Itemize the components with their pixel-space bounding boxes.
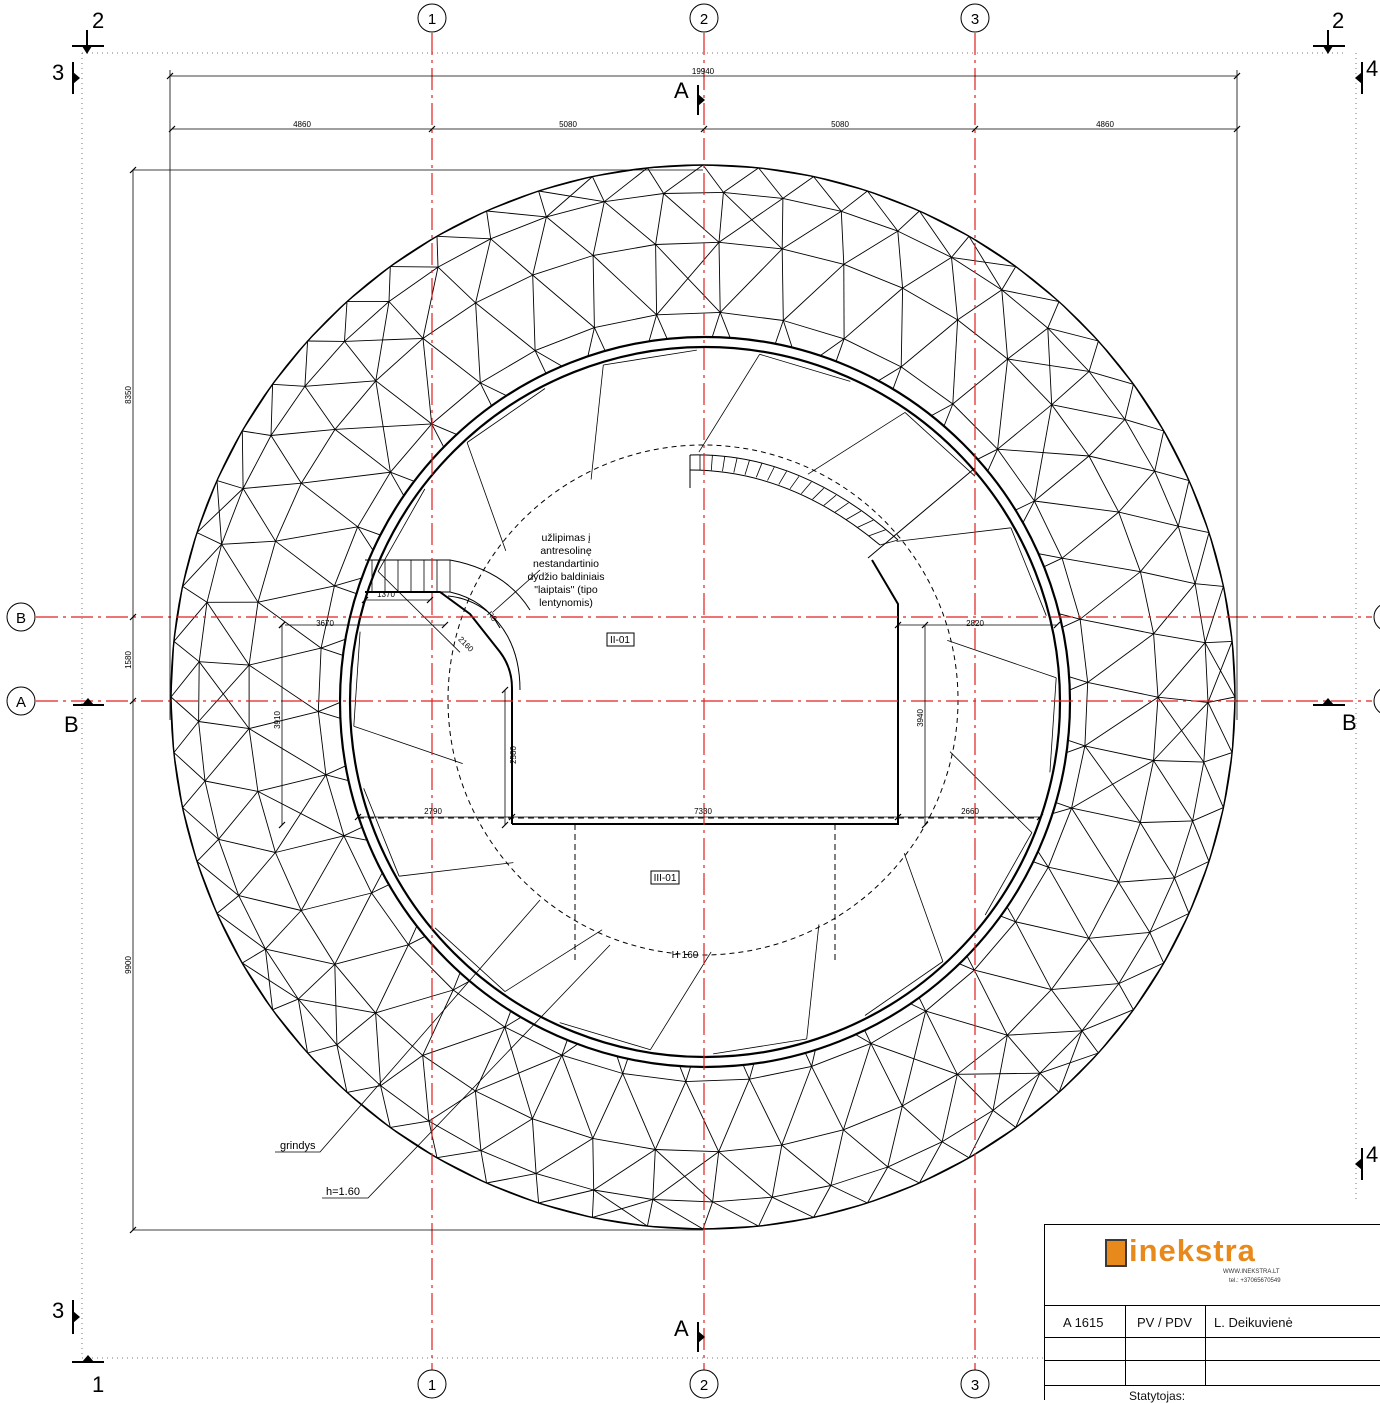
svg-text:3: 3 bbox=[52, 1298, 64, 1323]
title-block-row-3 bbox=[1045, 1361, 1380, 1386]
dim-vert-1: 8350 bbox=[124, 386, 133, 404]
svg-text:1: 1 bbox=[428, 1377, 436, 1394]
dim-bay-4: 4860 bbox=[1096, 120, 1114, 129]
company-website: WWW.INEKSTRA.LT bbox=[1223, 1269, 1280, 1275]
section-b-right: B bbox=[1313, 698, 1357, 735]
dim-bottom-left: 2790 bbox=[424, 807, 442, 816]
svg-text:B: B bbox=[1342, 710, 1357, 735]
dim-left-height: 3910 bbox=[273, 711, 282, 729]
section-a-top: A bbox=[674, 78, 705, 115]
svg-text:A: A bbox=[674, 1316, 689, 1341]
svg-text:3: 3 bbox=[971, 1377, 979, 1394]
inner-ring-outer bbox=[340, 337, 1070, 1067]
annotation-line-1: užlipimas į bbox=[541, 532, 590, 544]
dim-left-grid-b: 3670 bbox=[316, 619, 334, 628]
axis-lines bbox=[36, 33, 1372, 1372]
svg-text:A: A bbox=[674, 78, 689, 103]
dim-overall: 19940 bbox=[692, 67, 715, 76]
title-block-row-1: A 1615 PV / PDV L. Deikuvienė bbox=[1045, 1306, 1380, 1338]
dim-vert-2: 1580 bbox=[124, 651, 133, 669]
axis-bubble-2-bottom: 2 bbox=[690, 1370, 718, 1398]
section-3-lower: 3 bbox=[52, 1298, 80, 1334]
company-logo-icon bbox=[1105, 1239, 1127, 1267]
tb-empty-3 bbox=[1045, 1361, 1126, 1385]
svg-text:2: 2 bbox=[700, 1377, 708, 1394]
svg-text:1: 1 bbox=[92, 1372, 104, 1397]
axis-bubble-1-bottom: 1 bbox=[418, 1370, 446, 1398]
author-name: L. Deikuvienė bbox=[1206, 1306, 1380, 1337]
dim-bottom-right: 2660 bbox=[961, 807, 979, 816]
annotation-line-5: "laiptais" (tipo bbox=[534, 584, 598, 596]
tb-empty-1 bbox=[1045, 1338, 1126, 1360]
svg-text:B: B bbox=[64, 712, 79, 737]
company-phone: tel.: +37065670549 bbox=[1229, 1278, 1281, 1284]
section-3-upper: 3 bbox=[52, 60, 80, 94]
svg-text:2: 2 bbox=[1332, 8, 1344, 33]
section-2-top-right: 2 bbox=[1313, 8, 1345, 54]
tb-empty-2 bbox=[1126, 1338, 1206, 1360]
company-logo-text: inekstra bbox=[1129, 1233, 1256, 1269]
dim-bay-2: 5080 bbox=[559, 120, 577, 129]
svg-text:4: 4 bbox=[1366, 56, 1378, 81]
annotation-line-4: dydžio baldiniais bbox=[527, 571, 604, 583]
svg-text:1: 1 bbox=[428, 11, 436, 28]
annotation-line-2: antresolinę bbox=[540, 545, 592, 557]
dim-bay-3: 5080 bbox=[831, 120, 849, 129]
dim-stair-drop: 2580 bbox=[509, 746, 518, 764]
tb-empty-4 bbox=[1126, 1361, 1206, 1385]
svg-text:2: 2 bbox=[92, 8, 104, 33]
dim-stair-width: 1370 bbox=[377, 590, 395, 599]
axis-bubble-3-top: 3 bbox=[961, 4, 989, 32]
svg-text:3: 3 bbox=[971, 11, 979, 28]
annotation-line-3: nestandartinio bbox=[533, 558, 599, 570]
section-b-left: B bbox=[64, 698, 104, 737]
dim-vert-3: 9900 bbox=[124, 956, 133, 974]
section-4-lower: 4 bbox=[1355, 1142, 1378, 1180]
axis-bubble-1-top: 1 bbox=[418, 4, 446, 32]
project-code: A 1615 bbox=[1045, 1306, 1126, 1337]
svg-text:3: 3 bbox=[52, 60, 64, 85]
project-stage: PV / PDV bbox=[1126, 1306, 1206, 1337]
room-tag-upper: II-01 bbox=[610, 635, 630, 646]
axis-bubble-2-top: 2 bbox=[690, 4, 718, 32]
client-label: Statytojas: bbox=[1129, 1389, 1185, 1403]
axis-bubble-b-right bbox=[1374, 603, 1380, 631]
section-a-bottom: A bbox=[674, 1316, 705, 1352]
svg-text:4: 4 bbox=[1366, 1142, 1378, 1167]
section-4-upper: 4 bbox=[1355, 56, 1378, 94]
title-block: inekstra WWW.INEKSTRA.LT tel.: +37065670… bbox=[1044, 1224, 1380, 1400]
room-tag-lower: III-01 bbox=[654, 873, 677, 884]
svg-text:B: B bbox=[16, 610, 26, 627]
axis-bubble-b-left: B bbox=[7, 603, 35, 631]
section-2-top-left: 2 bbox=[72, 8, 104, 54]
svg-text:2: 2 bbox=[700, 11, 708, 28]
dim-right-grid-b: 2820 bbox=[966, 619, 984, 628]
axis-bubble-3-bottom: 3 bbox=[961, 1370, 989, 1398]
annotation-line-6: lentynomis) bbox=[539, 597, 593, 609]
dim-right-height: 3940 bbox=[916, 709, 925, 727]
title-block-logo-area: inekstra WWW.INEKSTRA.LT tel.: +37065670… bbox=[1045, 1225, 1380, 1306]
axis-bubble-a-left: A bbox=[7, 687, 35, 715]
axis-bubble-a-right bbox=[1374, 687, 1380, 715]
height-mark: H 160 bbox=[672, 950, 699, 961]
dim-bay-1: 4860 bbox=[293, 120, 311, 129]
floor-label: grindys bbox=[280, 1140, 316, 1152]
section-1-bottom: 1 bbox=[72, 1355, 104, 1397]
height-label: h=1.60 bbox=[326, 1186, 360, 1198]
dim-bottom-mid: 7330 bbox=[694, 807, 712, 816]
svg-text:A: A bbox=[16, 694, 26, 711]
title-block-row-2 bbox=[1045, 1338, 1380, 1361]
